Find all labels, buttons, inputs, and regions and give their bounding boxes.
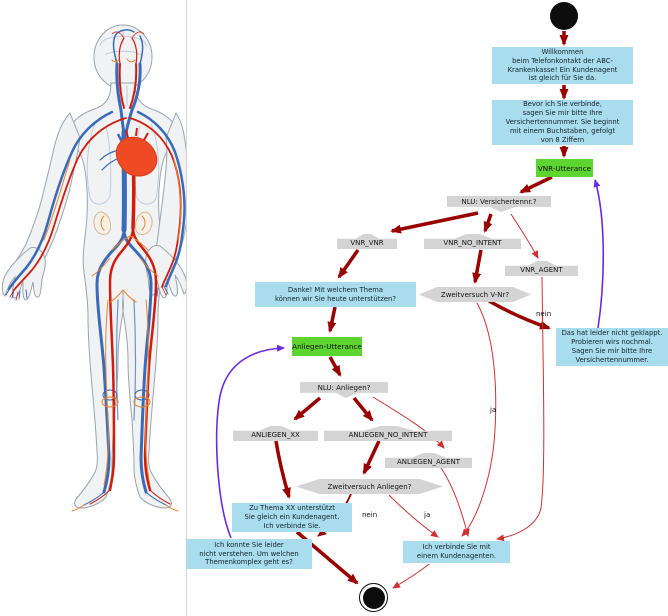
end-node-icon — [359, 583, 388, 612]
message-zu-thema-xx: Zu Thema XX unterstützt Sie gleich ein K… — [232, 503, 352, 532]
edge-label-vnr-nein: nein — [536, 310, 552, 318]
pane-divider — [186, 0, 187, 616]
message-bevor-versichertennummer: Bevor ich Sie verbinde, sagen Sie mir bi… — [492, 100, 633, 145]
message-danke-thema: Danke! Mit welchem Thema können wir Sie … — [255, 282, 416, 307]
state-anliegen-utterance: Anliegen-Utterance — [292, 337, 362, 356]
accent-vessels — [43, 58, 182, 512]
edge-label-anliegen-nein: nein — [362, 511, 378, 519]
message-ich-konnte-nicht-verstehen: Ich konnte Sie leider nicht verstehen. U… — [186, 539, 312, 569]
kidney-outlines — [93, 211, 153, 235]
edge-label-anliegen-ja: ja — [424, 511, 431, 519]
message-das-hat-nicht-geklappt: Das hat leider nicht geklappt. Probieren… — [556, 328, 668, 366]
return-arrows — [215, 179, 605, 539]
decision-zweitversuch-vnr: Zweitversuch V-Nr? — [419, 287, 531, 302]
heart-shape — [115, 127, 158, 177]
edge-label-vnr-ja: ja — [490, 406, 497, 414]
message-ich-verbinde: Ich verbinde Sie mit einem Kundenagenten… — [403, 541, 510, 563]
end-node-core — [362, 586, 385, 609]
decision-zweitversuch-anliegen: Zweitversuch Anliegen? — [296, 479, 443, 494]
circulatory-system-figure — [1, 24, 186, 512]
secondary-flow-arrows — [372, 213, 545, 589]
message-willkommen: Willkommen beim Telefonkontakt der ABC- … — [492, 47, 633, 84]
start-node-icon — [550, 2, 578, 30]
state-vnr-utterance: VNR-Utterance — [536, 159, 593, 177]
